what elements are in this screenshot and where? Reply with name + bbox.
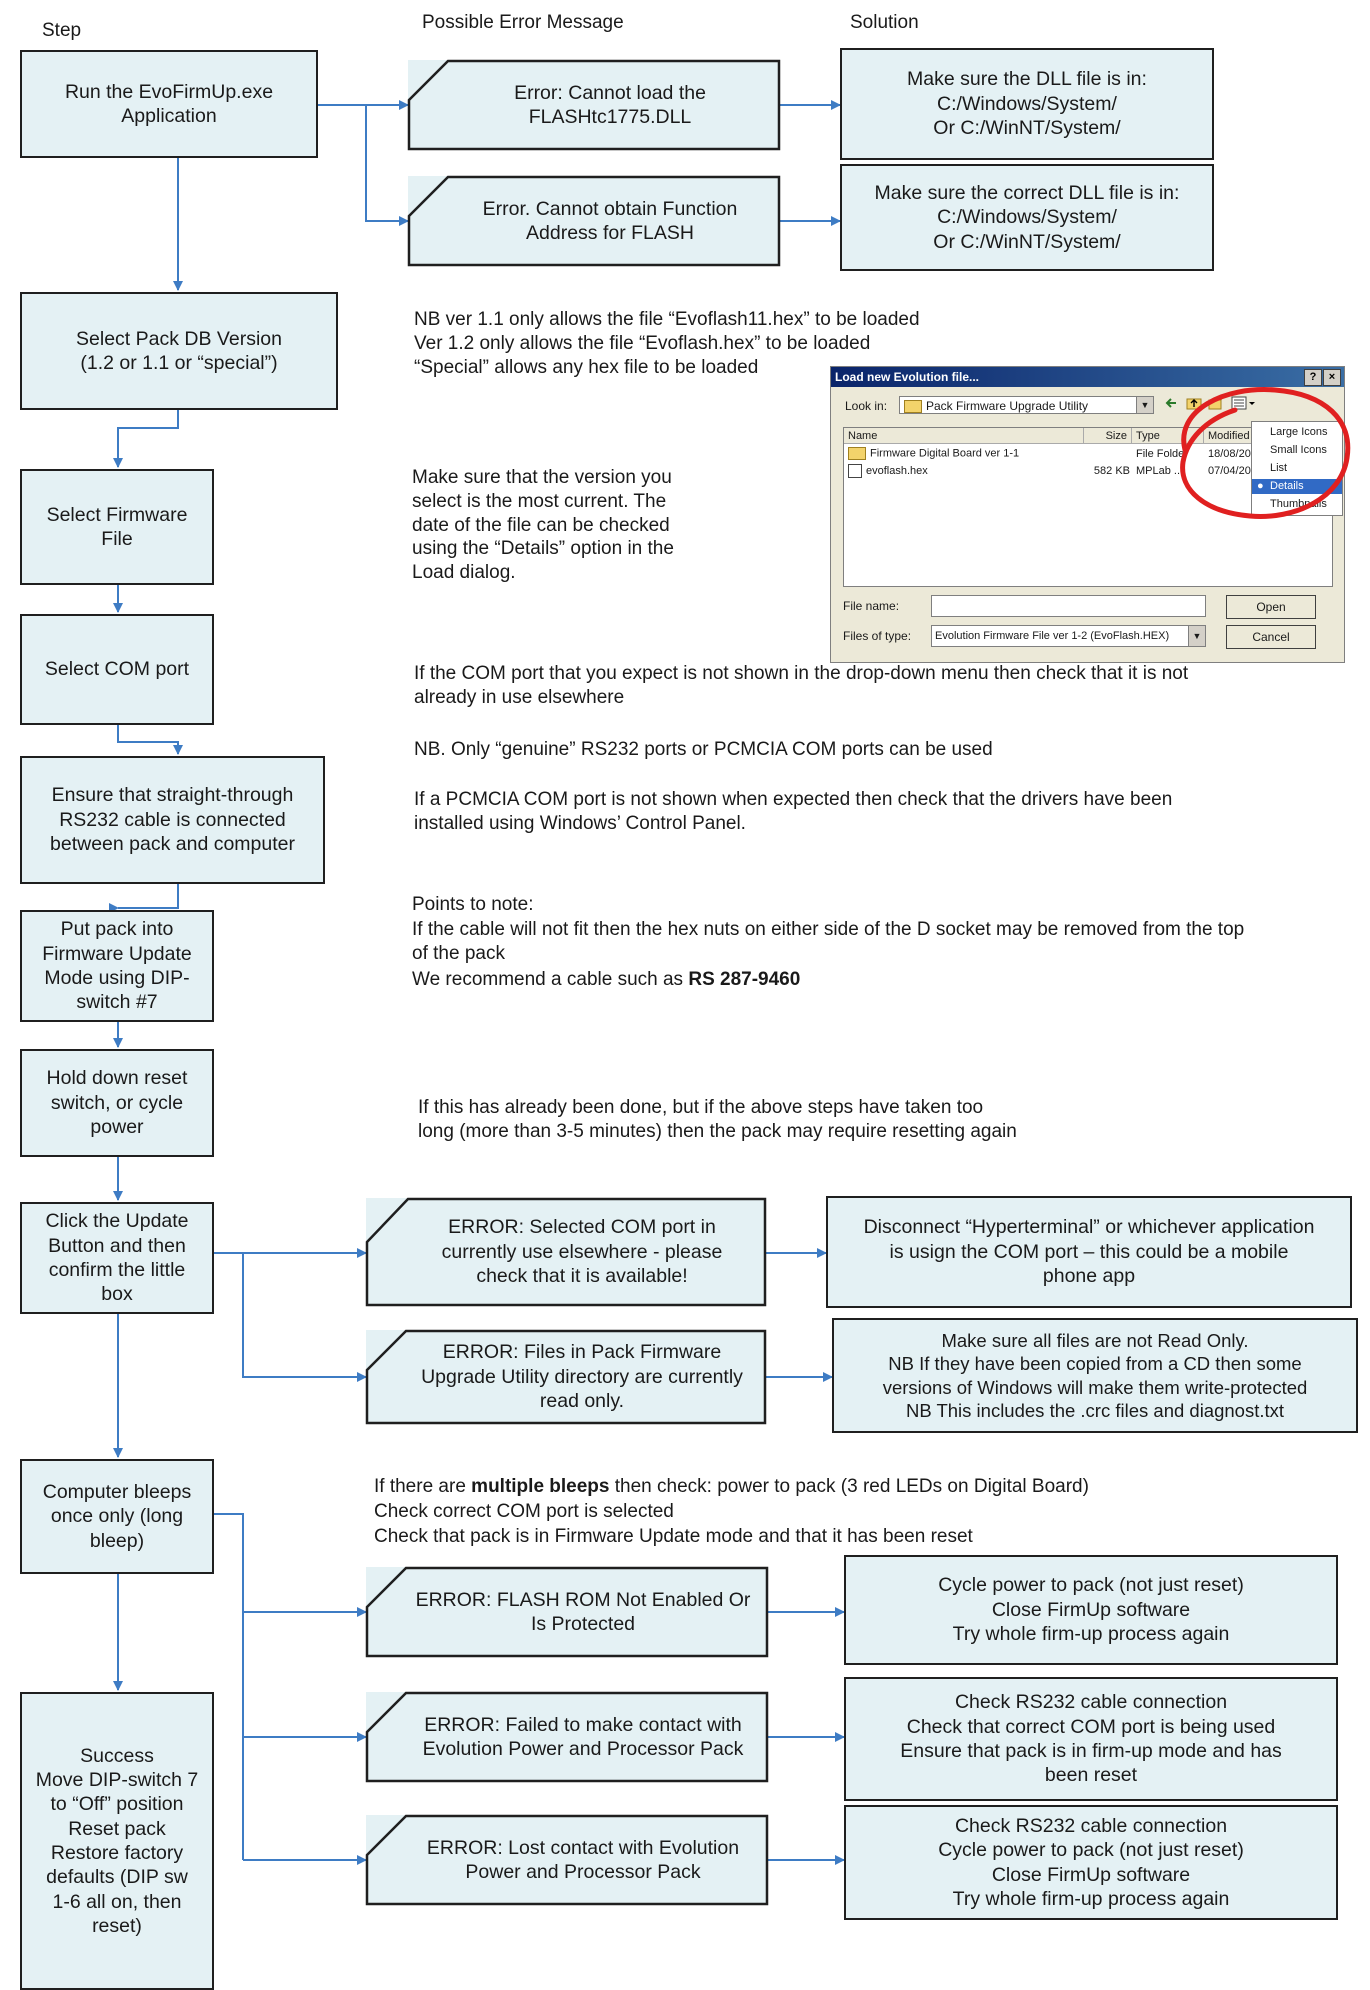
solution-dll-load: Make sure the DLL file is in: C:/Windows… [840, 48, 1214, 160]
note-hex-nuts: If the cable will not fit then the hex n… [412, 919, 1245, 964]
error-com-in-use-text: ERROR: Selected COM port in currently us… [441, 1216, 723, 1288]
note-pcmcia-drivers: If a PCMCIA COM port is not shown when e… [414, 789, 1173, 834]
file-icon [848, 464, 862, 478]
file-type: MPLab ... [1136, 465, 1184, 477]
error-no-contact: ERROR: Failed to make contact with Evolu… [365, 1691, 769, 1783]
folder-icon [904, 400, 922, 414]
selected-dot-icon: ● [1257, 480, 1264, 492]
menu-item-small-icons[interactable]: Small Icons [1270, 444, 1327, 456]
note-pack-version: NB ver 1.1 only allows the file “Evoflas… [414, 309, 920, 378]
file-size: 582 KB [1093, 465, 1130, 477]
file-row[interactable]: Firmware Digital Board ver 1-1 [848, 447, 1019, 460]
chevron-down-icon[interactable]: ▼ [1136, 397, 1153, 413]
error-dll-load-text: Error: Cannot load the FLASHtc1775.DLL [514, 81, 706, 128]
note-multiple-bleeps: If there are multiple bleeps then check:… [374, 1475, 1089, 1499]
file-row[interactable]: evoflash.hex [848, 464, 928, 478]
solution-no-contact: Check RS232 cable connection Check that … [844, 1677, 1338, 1801]
help-button[interactable]: ? [1304, 369, 1322, 386]
column-type[interactable]: Type [1132, 428, 1204, 444]
files-of-type-value: Evolution Firmware File ver 1-2 (EvoFlas… [935, 630, 1170, 642]
menu-item-details[interactable]: ● Details [1252, 479, 1342, 494]
error-column-header: Possible Error Message [422, 12, 624, 33]
note-reset-again: If this has already been done, but if th… [418, 1097, 1017, 1142]
solution-read-only: Make sure all files are not Read Only. N… [832, 1318, 1358, 1433]
note-genuine-ports: NB. Only “genuine” RS232 ports or PCMCIA… [414, 739, 993, 760]
solution-column-header: Solution [850, 12, 919, 33]
error-lost-contact: ERROR: Lost contact with Evolution Power… [365, 1814, 769, 1906]
note-check-update-mode: Check that pack is in Firmware Update mo… [374, 1526, 973, 1547]
file-name-input[interactable] [931, 595, 1206, 617]
step-computer-bleeps: Computer bleeps once only (long bleep) [20, 1459, 214, 1574]
error-read-only: ERROR: Files in Pack Firmware Upgrade Ut… [365, 1329, 767, 1425]
error-dll-function-text: Error. Cannot obtain Function Address fo… [482, 197, 738, 244]
step-select-firmware-file: Select Firmware File [20, 469, 214, 585]
error-dll-load: Error: Cannot load the FLASHtc1775.DLL [407, 59, 781, 151]
view-menu: Large Icons Small Icons List ● Details Th… [1251, 421, 1343, 516]
files-of-type-dropdown[interactable]: Evolution Firmware File ver 1-2 (EvoFlas… [931, 625, 1206, 647]
bleeps-suffix: then check: power to pack (3 red LEDs on… [609, 1476, 1089, 1497]
folder-icon [848, 447, 866, 460]
note-check-com-port: Check correct COM port is selected [374, 1501, 674, 1522]
cancel-button[interactable]: Cancel [1226, 625, 1316, 649]
back-icon[interactable] [1164, 395, 1180, 411]
bleeps-bold: multiple bleeps [471, 1476, 610, 1497]
look-in-dropdown[interactable]: Pack Firmware Upgrade Utility ▼ [899, 396, 1154, 414]
recommend-text: We recommend a cable such as [412, 969, 689, 990]
file-name: evoflash.hex [866, 464, 928, 477]
note-cable-recommendation: We recommend a cable such as RS 287-9460 [412, 968, 800, 992]
open-button[interactable]: Open [1226, 595, 1316, 619]
error-no-contact-text: ERROR: Failed to make contact with Evolu… [422, 1713, 744, 1760]
column-name[interactable]: Name [844, 428, 1084, 444]
step-hold-reset: Hold down reset switch, or cycle power [20, 1049, 214, 1157]
error-com-in-use: ERROR: Selected COM port in currently us… [365, 1197, 767, 1307]
dialog-title: Load new Evolution file... [835, 370, 980, 384]
error-dll-function: Error. Cannot obtain Function Address fo… [407, 175, 781, 267]
step-click-update: Click the Update Button and then confirm… [20, 1202, 214, 1314]
menu-item-details-label: Details [1270, 480, 1304, 492]
step-success: Success Move DIP-switch 7 to “Off” posit… [20, 1692, 214, 1990]
look-in-label: Look in: [845, 399, 888, 413]
column-size[interactable]: Size [1084, 428, 1132, 444]
error-flash-rom: ERROR: FLASH ROM Not Enabled Or Is Prote… [365, 1566, 769, 1658]
solution-flash-rom: Cycle power to pack (not just reset) Clo… [844, 1555, 1338, 1665]
solution-lost-contact: Check RS232 cable connection Cycle power… [844, 1805, 1338, 1920]
step-run-application: Run the EvoFirmUp.exe Application [20, 50, 318, 158]
files-of-type-label: Files of type: [843, 629, 912, 643]
note-firmware-version: Make sure that the version you select is… [412, 467, 674, 583]
step-select-com-port: Select COM port [20, 614, 214, 725]
error-read-only-text: ERROR: Files in Pack Firmware Upgrade Ut… [421, 1341, 743, 1413]
file-type: File Folder [1136, 448, 1188, 460]
menu-item-thumbnails[interactable]: Thumbnails [1270, 498, 1327, 510]
chevron-down-icon[interactable]: ▼ [1188, 626, 1205, 646]
note-points-heading: Points to note: [412, 894, 534, 915]
up-folder-icon[interactable] [1186, 395, 1202, 411]
solution-com-in-use: Disconnect “Hyperterminal” or whichever … [826, 1196, 1352, 1308]
step-select-pack-version: Select Pack DB Version (1.2 or 1.1 or “s… [20, 292, 338, 410]
note-com-port-in-use: If the COM port that you expect is not s… [414, 663, 1189, 708]
cable-part-number: RS 287-9460 [688, 969, 801, 990]
file-name-label: File name: [843, 599, 900, 613]
new-folder-icon[interactable] [1208, 395, 1224, 411]
menu-item-list[interactable]: List [1270, 462, 1288, 474]
view-menu-icon[interactable] [1231, 395, 1257, 411]
look-in-value: Pack Firmware Upgrade Utility [926, 399, 1089, 413]
step-firmware-update-mode: Put pack into Firmware Update Mode using… [20, 910, 214, 1022]
step-ensure-cable: Ensure that straight-through RS232 cable… [20, 756, 325, 884]
step-column-header: Step [42, 20, 82, 41]
menu-item-large-icons[interactable]: Large Icons [1270, 426, 1328, 438]
dialog-titlebar: Load new Evolution file... ? × [831, 367, 1344, 387]
error-flash-rom-text: ERROR: FLASH ROM Not Enabled Or Is Prote… [415, 1588, 751, 1635]
file-name: Firmware Digital Board ver 1-1 [870, 447, 1020, 460]
load-file-dialog: Load new Evolution file... ? × Look in: … [830, 366, 1345, 663]
error-lost-contact-text: ERROR: Lost contact with Evolution Power… [426, 1836, 740, 1883]
solution-dll-function: Make sure the correct DLL file is in: C:… [840, 164, 1214, 271]
close-button[interactable]: × [1323, 369, 1341, 386]
bleeps-prefix: If there are [374, 1476, 472, 1497]
